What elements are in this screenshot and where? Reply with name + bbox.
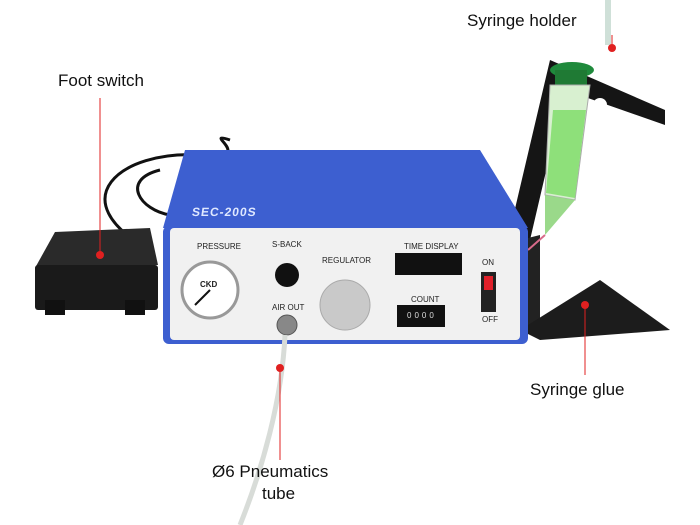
syringe-holder-dot bbox=[608, 44, 616, 52]
syringe-stand bbox=[510, 60, 670, 340]
foot-switch bbox=[35, 228, 158, 315]
on-label: ON bbox=[482, 258, 494, 267]
pressure-label: PRESSURE bbox=[197, 242, 242, 251]
pneumatic-tube bbox=[237, 334, 288, 525]
callout-syringe-glue: Syringe glue bbox=[530, 380, 625, 399]
power-cable bbox=[136, 168, 171, 217]
tube-dot bbox=[276, 364, 284, 372]
counter-value: 0000 bbox=[407, 311, 437, 320]
s-back-label: S-BACK bbox=[272, 240, 302, 249]
callout-dots bbox=[96, 44, 616, 372]
gauge-brand: CKD bbox=[200, 280, 218, 289]
model-label: SEC-200S bbox=[191, 205, 258, 219]
off-label: OFF bbox=[482, 315, 498, 324]
air-out-port bbox=[276, 314, 298, 336]
callout-foot-switch: Foot switch bbox=[58, 71, 144, 90]
dispenser-device bbox=[163, 150, 528, 344]
callout-tube-line1: Ø6 Pneumatics bbox=[212, 462, 329, 481]
callout-lines bbox=[99, 35, 613, 460]
syringe-glue-dot bbox=[581, 301, 589, 309]
syringe bbox=[527, 0, 611, 251]
foot-switch-dot bbox=[96, 251, 104, 259]
callout-tube-line2: tube bbox=[262, 484, 296, 503]
s-back-knob[interactable] bbox=[275, 263, 299, 287]
counter bbox=[397, 305, 445, 327]
regulator-knob[interactable] bbox=[319, 279, 371, 331]
time-display-label: TIME DISPLAY bbox=[404, 242, 459, 251]
air-out-label: AIR OUT bbox=[272, 303, 305, 312]
count-label: COUNT bbox=[411, 295, 440, 304]
time-display bbox=[395, 253, 462, 275]
regulator-label: REGULATOR bbox=[322, 256, 372, 265]
callout-syringe-holder: Syringe holder bbox=[467, 11, 577, 30]
